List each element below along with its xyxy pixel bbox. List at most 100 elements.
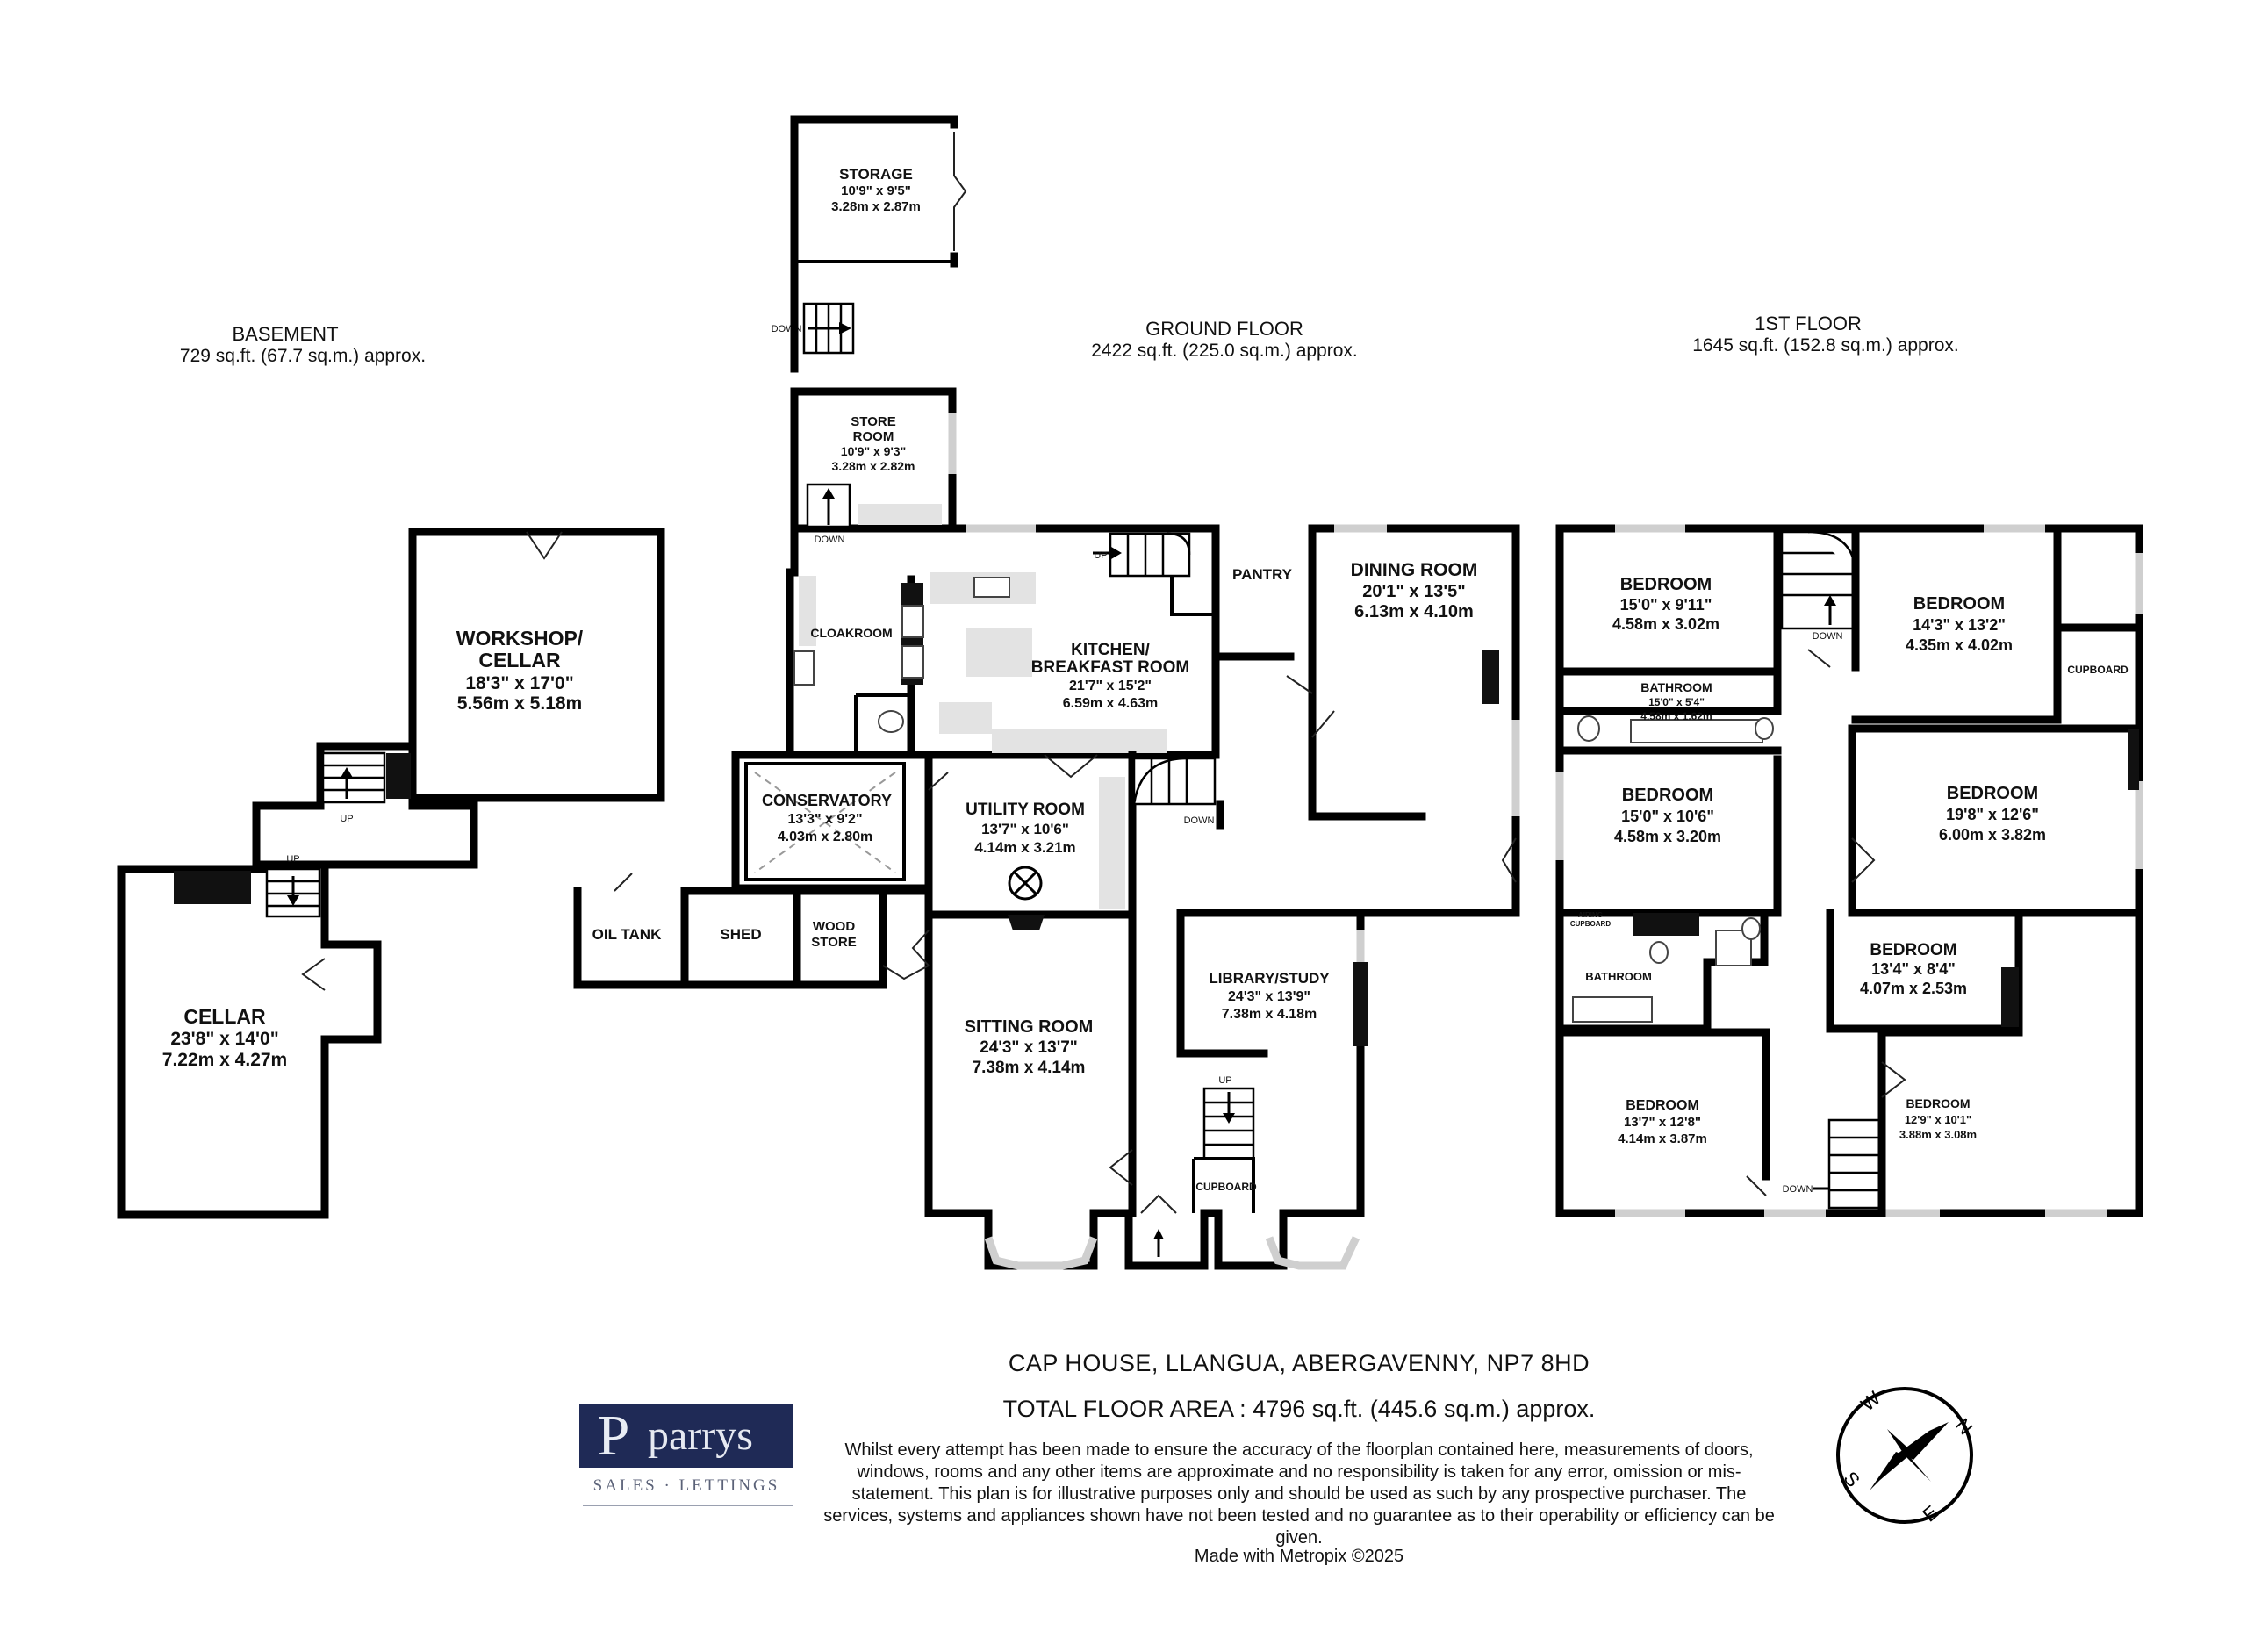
- first-floor-title: 1ST FLOOR: [1755, 312, 1862, 334]
- bed1-name: BEDROOM: [1620, 575, 1712, 594]
- basement-title: BASEMENT: [232, 323, 338, 345]
- bed7-name: BEDROOM: [1906, 1096, 1970, 1110]
- bed5-name: BEDROOM: [1870, 941, 1956, 959]
- cellar-imperial: 23'8" x 14'0": [170, 1029, 278, 1049]
- disclaimer-text: Whilst every attempt has been made to en…: [823, 1440, 1775, 1548]
- stair-down-label-2: DOWN: [815, 535, 845, 545]
- compass-s: S: [1839, 1468, 1864, 1491]
- bed4-imperial: 19'8" x 12'6": [1946, 806, 2039, 823]
- kitchen-name-1: KITCHEN/: [1071, 641, 1150, 659]
- stair-down-label-3: DOWN: [1184, 815, 1215, 826]
- first-floor-plan: DOWN DOWN: [1555, 524, 2143, 1217]
- dining-name: DINING ROOM: [1351, 560, 1478, 580]
- kitchen-name-2: BREAKFAST ROOM: [1031, 658, 1190, 677]
- airing-name-2: CUPBOARD: [1570, 920, 1611, 928]
- dining-metric: 6.13m x 4.10m: [1354, 602, 1474, 621]
- stair-down-label-5: DOWN: [1783, 1184, 1813, 1195]
- utility-imperial: 13'7" x 10'6": [981, 821, 1069, 837]
- sitting-imperial: 24'3" x 13'7": [980, 1038, 1078, 1057]
- bed6-imperial: 13'7" x 12'8": [1624, 1115, 1701, 1130]
- cellar-outline: [117, 860, 382, 1219]
- stair-up-label-4: UP: [1218, 1075, 1231, 1086]
- sitting-metric: 7.38m x 4.14m: [973, 1059, 1086, 1077]
- storage-name: STORAGE: [839, 166, 913, 183]
- storage-imperial: 10'9" x 9'5": [841, 183, 911, 198]
- compass-e: E: [1919, 1501, 1942, 1526]
- library-metric: 7.38m x 4.18m: [1222, 1007, 1317, 1022]
- airing-name-1: AIRING: [1578, 911, 1603, 919]
- pantry-name: PANTRY: [1232, 566, 1293, 583]
- bathroom1-metric: 4.58m x 1.62m: [1640, 710, 1712, 722]
- library-imperial: 24'3" x 13'9": [1228, 989, 1310, 1004]
- first-cupboard-name: CUPBOARD: [2067, 664, 2129, 676]
- cellar-name: CELLAR: [183, 1005, 266, 1028]
- utility-name: UTILITY ROOM: [966, 801, 1085, 819]
- compass-w: W: [1856, 1387, 1884, 1416]
- first-outer-wall: [1555, 524, 2143, 1217]
- workshop-metric: 5.56m x 5.18m: [457, 693, 582, 714]
- bathroom1-imperial: 15'0" x 5'4": [1648, 696, 1705, 708]
- made-with-credit: Made with Metropix ©2025: [1194, 1547, 1404, 1566]
- bed1-imperial: 15'0" x 9'11": [1620, 596, 1712, 614]
- bed3-metric: 4.58m x 3.20m: [1614, 828, 1721, 845]
- bed7-metric: 3.88m x 3.08m: [1899, 1128, 1977, 1141]
- oil-tank-name: OIL TANK: [592, 926, 662, 943]
- kitchen-metric: 6.59m x 4.63m: [1063, 696, 1159, 711]
- bed5-imperial: 13'4" x 8'4": [1871, 960, 1956, 978]
- bed3-name: BEDROOM: [1622, 786, 1713, 805]
- bed2-imperial: 14'3" x 13'2": [1913, 616, 2006, 634]
- basement-area: 729 sq.ft. (67.7 sq.m.) approx.: [180, 346, 426, 366]
- outbuildings-outline: [573, 887, 887, 989]
- storage-metric: 3.28m x 2.87m: [831, 199, 921, 214]
- bathroom1-name: BATHROOM: [1640, 680, 1712, 694]
- logo-box: P parrys: [579, 1404, 793, 1468]
- bed2-metric: 4.35m x 4.02m: [1906, 636, 2013, 654]
- logo-rule: [583, 1505, 793, 1506]
- ground-cupboard-name: CUPBOARD: [1195, 1181, 1257, 1193]
- storage-outline: [790, 115, 957, 268]
- store-room-name-2: ROOM: [853, 429, 894, 444]
- wood-store-name-2: STORE: [811, 935, 856, 950]
- library-name: LIBRARY/STUDY: [1209, 970, 1330, 987]
- compass-n: N: [1951, 1414, 1977, 1439]
- workshop-outline: [408, 528, 665, 802]
- cellar-metric: 7.22m x 4.27m: [162, 1050, 287, 1070]
- conservatory-imperial: 13'3" x 9'2": [787, 812, 862, 827]
- stair-up-label-2: UP: [286, 854, 299, 865]
- bed5-metric: 4.07m x 2.53m: [1860, 980, 1967, 997]
- ground-floor-area: 2422 sq.ft. (225.0 sq.m.) approx.: [1091, 341, 1358, 361]
- workshop-name-1: WORKSHOP/: [456, 627, 584, 650]
- compass-icon: W N E S: [1836, 1387, 1977, 1526]
- wood-store-name-1: WOOD: [813, 919, 855, 934]
- bed4-name: BEDROOM: [1947, 784, 2038, 803]
- basement-plan: UP UP: [117, 528, 665, 1219]
- workshop-name-2: CELLAR: [478, 649, 561, 672]
- stair-up-label-3: UP: [1094, 550, 1107, 561]
- sitting-name: SITTING ROOM: [965, 1017, 1094, 1037]
- logo-tagline: SALES · LETTINGS: [592, 1476, 780, 1495]
- store-room-name-1: STORE: [851, 414, 895, 429]
- bed3-imperial: 15'0" x 10'6": [1621, 808, 1714, 825]
- bed1-metric: 4.58m x 3.02m: [1612, 615, 1719, 633]
- utility-metric: 4.14m x 3.21m: [974, 839, 1075, 856]
- total-floor-area: TOTAL FLOOR AREA : 4796 sq.ft. (445.6 sq…: [1002, 1396, 1596, 1422]
- bed2-name: BEDROOM: [1913, 594, 2005, 614]
- logo-mark: P: [597, 1404, 630, 1468]
- kitchen-imperial: 21'7" x 15'2": [1069, 679, 1152, 693]
- ground-floor-plan: DOWN DOWN: [573, 115, 1520, 1270]
- workshop-imperial: 18'3" x 17'0": [465, 673, 573, 693]
- first-floor-area: 1645 sq.ft. (152.8 sq.m.) approx.: [1692, 335, 1959, 356]
- store-room-metric: 3.28m x 2.82m: [832, 459, 915, 473]
- bed7-imperial: 12'9" x 10'1": [1905, 1113, 1971, 1126]
- parrys-logo: P parrys SALES · LETTINGS: [579, 1404, 793, 1508]
- cloakroom-name: CLOAKROOM: [810, 626, 892, 640]
- ground-floor-title: GROUND FLOOR: [1145, 318, 1303, 340]
- bathroom2-name: BATHROOM: [1585, 970, 1652, 983]
- store-room-imperial: 10'9" x 9'3": [841, 444, 906, 458]
- property-address: CAP HOUSE, LLANGUA, ABERGAVENNY, NP7 8HD: [1008, 1350, 1590, 1376]
- conservatory-metric: 4.03m x 2.80m: [778, 830, 873, 844]
- bed6-metric: 4.14m x 3.87m: [1618, 1131, 1707, 1146]
- conservatory-name: CONSERVATORY: [762, 792, 892, 809]
- basement-corridor: [252, 742, 478, 869]
